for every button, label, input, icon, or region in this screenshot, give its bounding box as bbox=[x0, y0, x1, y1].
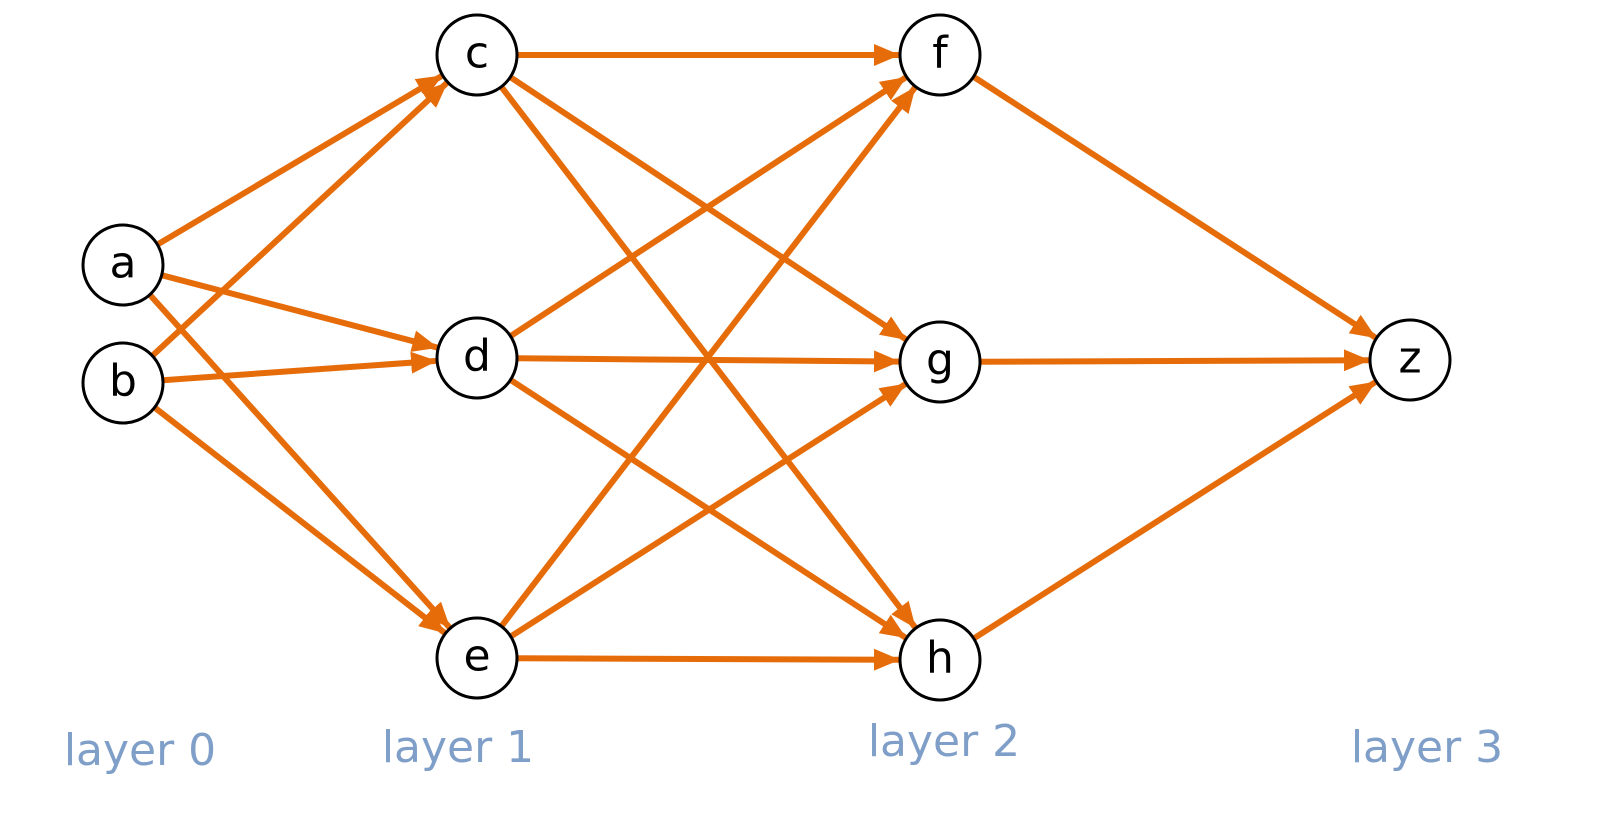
edge-b-d bbox=[159, 351, 439, 384]
edge-a-e bbox=[146, 291, 452, 630]
node-label: d bbox=[463, 331, 491, 382]
layer-label-2: layer 2 bbox=[868, 716, 1020, 767]
node-circle bbox=[1368, 318, 1452, 402]
edge-a-c bbox=[154, 73, 444, 248]
node-e: e bbox=[435, 616, 519, 700]
node-label: g bbox=[926, 335, 954, 386]
node-g: g bbox=[898, 320, 982, 404]
node-a: a bbox=[81, 223, 165, 307]
node-z: z bbox=[1368, 318, 1452, 402]
nodes: a b c d e f g h z bbox=[81, 13, 1452, 702]
edge-b-e bbox=[151, 404, 447, 636]
edge-e-g bbox=[507, 381, 908, 640]
layer-labels: layer 0 layer 1 layer 2 layer 3 bbox=[64, 716, 1503, 776]
edge-e-f bbox=[498, 85, 918, 630]
edge-h-z bbox=[970, 379, 1378, 642]
node-circle bbox=[435, 616, 519, 700]
edge-g-z bbox=[977, 349, 1371, 372]
node-circle bbox=[898, 618, 982, 702]
node-label: b bbox=[109, 356, 137, 407]
node-circle bbox=[435, 316, 519, 400]
node-circle bbox=[81, 223, 165, 307]
layer-label-3: layer 3 bbox=[1351, 722, 1503, 773]
layer-label-0: layer 0 bbox=[64, 725, 216, 776]
edges bbox=[146, 44, 1378, 671]
node-c: c bbox=[435, 13, 519, 97]
node-d: d bbox=[435, 316, 519, 400]
node-label: z bbox=[1398, 333, 1421, 384]
node-circle bbox=[435, 13, 519, 97]
edge-a-d bbox=[158, 272, 440, 352]
edge-d-f bbox=[507, 75, 908, 340]
node-circle bbox=[898, 13, 982, 97]
node-h: h bbox=[898, 618, 982, 702]
edge-f-z bbox=[970, 73, 1378, 341]
node-label: f bbox=[932, 28, 949, 79]
node-circle bbox=[81, 341, 165, 425]
node-label: e bbox=[463, 631, 490, 682]
layer-label-1: layer 1 bbox=[382, 722, 534, 773]
node-b: b bbox=[81, 341, 165, 425]
node-label: c bbox=[465, 28, 489, 79]
edge-b-c bbox=[149, 80, 450, 359]
node-circle bbox=[898, 320, 982, 404]
node-f: f bbox=[898, 13, 982, 97]
edge-e-h bbox=[514, 648, 901, 671]
node-label: h bbox=[926, 633, 954, 684]
node-label: a bbox=[110, 238, 137, 289]
